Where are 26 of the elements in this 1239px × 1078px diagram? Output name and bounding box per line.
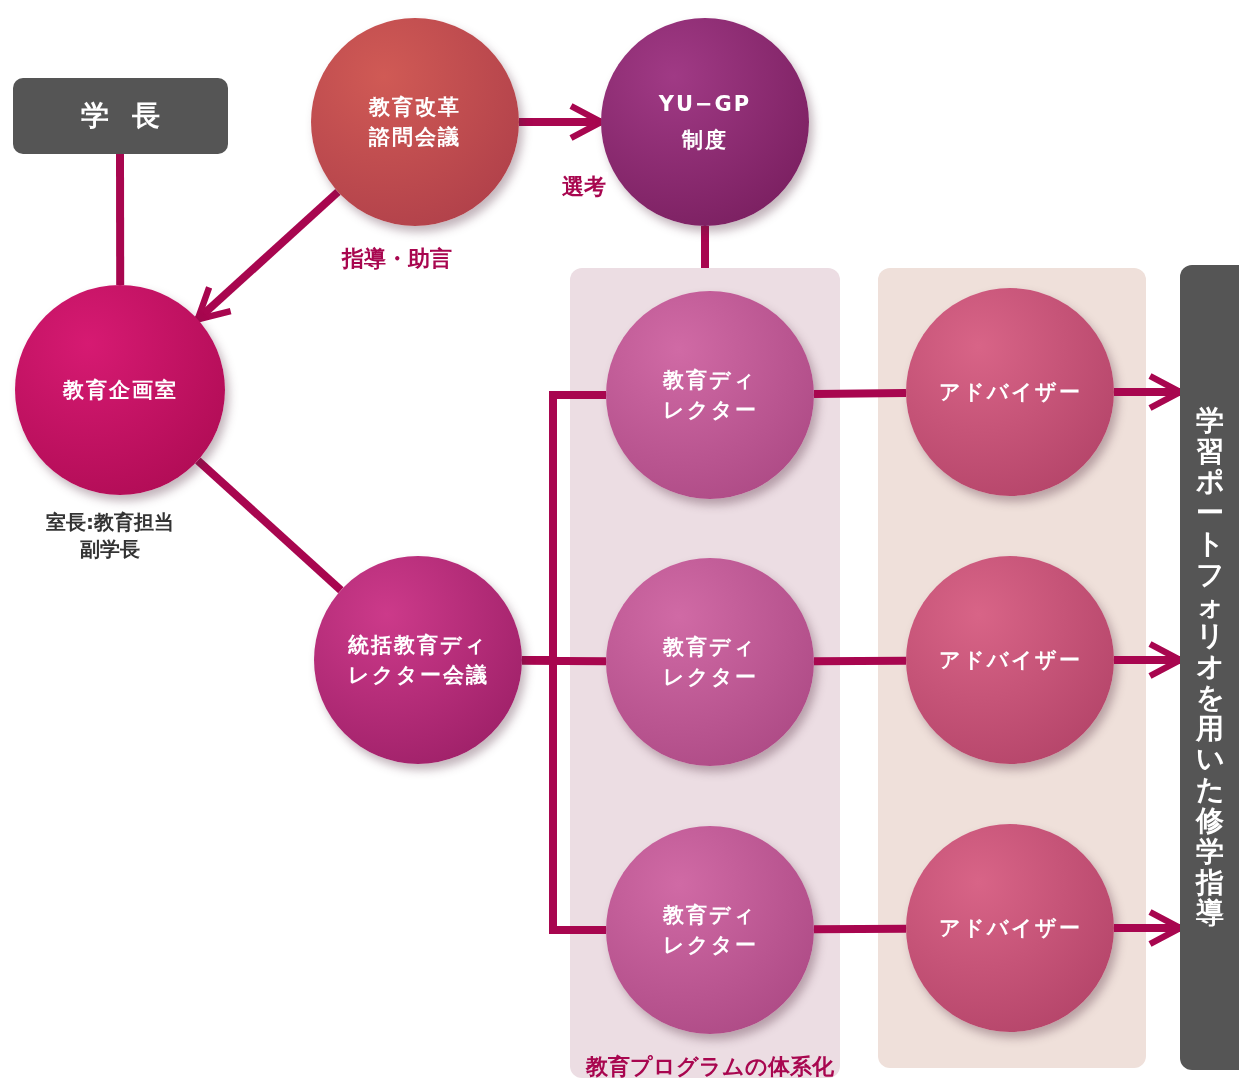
node-label: アドバイザー bbox=[938, 914, 1082, 942]
node-label: 教育ディレクター bbox=[661, 366, 759, 424]
node-label: YU−GP bbox=[658, 90, 752, 118]
node-label: 教育ディレクター bbox=[661, 633, 759, 691]
connector-line bbox=[813, 656, 907, 666]
group-panel bbox=[570, 268, 840, 1078]
connector-line bbox=[813, 924, 907, 934]
node-label: アドバイザー bbox=[938, 378, 1082, 406]
node-label: 教育ディレクター bbox=[661, 901, 759, 959]
node-label: 教育企画室 bbox=[62, 376, 178, 404]
connector-line bbox=[701, 226, 709, 268]
connector-line bbox=[813, 389, 907, 398]
connector-line bbox=[521, 656, 607, 666]
connector-line bbox=[195, 457, 344, 594]
node-label: 統括教育ディレクター会議 bbox=[346, 631, 490, 689]
note-text: 室長:教育担当副学長 bbox=[45, 509, 175, 563]
group-panel bbox=[878, 268, 1146, 1068]
label-box: 学 長 bbox=[13, 78, 228, 154]
panel-title: 教育プログラムの体系化 bbox=[584, 1053, 835, 1078]
connector-line bbox=[194, 188, 341, 323]
connector-line bbox=[116, 154, 125, 285]
banner-text: 学習ポートフォリオを用いた修学指導 bbox=[1195, 405, 1224, 930]
vertical-banner bbox=[1180, 265, 1239, 1070]
node-label: 教育改革諮問会議 bbox=[367, 93, 462, 151]
node-label: アドバイザー bbox=[938, 646, 1082, 674]
node-label: 制度 bbox=[682, 127, 728, 154]
